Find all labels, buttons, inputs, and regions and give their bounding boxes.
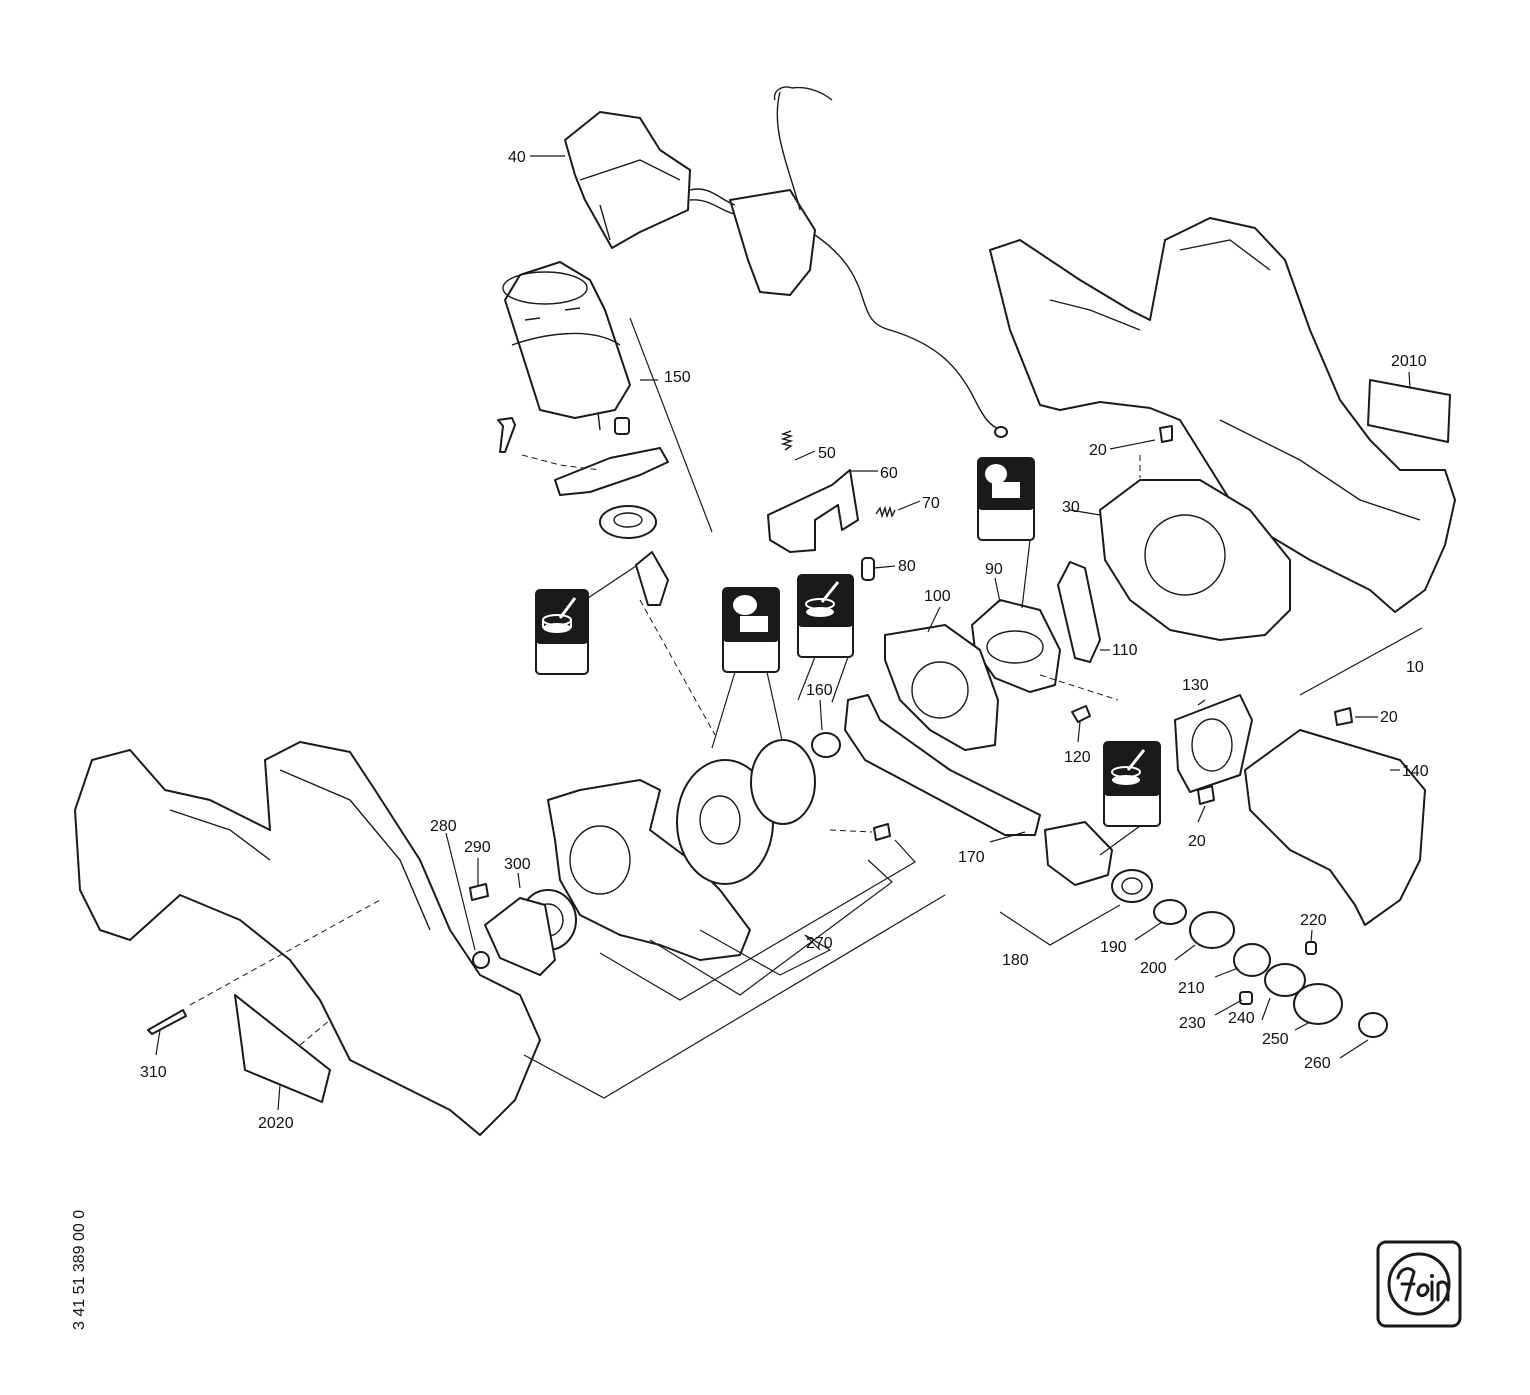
callout-2020: 2020 [258,1115,294,1132]
callout-210: 210 [1178,980,1205,997]
part-2020-handle-housing [74,741,541,1136]
lubrication-badge-grease-cup-gear [711,587,783,749]
callout-290: 290 [464,839,491,856]
callout-20-c: 20 [1188,833,1206,850]
callout-130: 130 [1182,677,1209,694]
part-180-260-spindle-parts [1044,821,1388,1038]
callout-170: 170 [958,849,985,866]
callout-260: 260 [1304,1055,1331,1072]
callout-220: 220 [1300,912,1327,929]
part-150-motor [497,261,669,606]
callout-140: 140 [1402,763,1429,780]
grease-brush-icon [805,581,840,617]
callout-100: 100 [924,588,951,605]
callout-250: 250 [1262,1031,1289,1048]
assembly-lines [189,317,1423,1099]
callout-120: 120 [1064,749,1091,766]
callout-70: 70 [922,495,940,512]
part-270-gearbox [469,739,891,976]
part-10-gear-housing [989,217,1456,613]
part-90-100-110-plates [884,561,1101,751]
callout-40: 40 [508,149,526,166]
callout-90: 90 [985,561,1003,578]
callout-200: 200 [1140,960,1167,977]
grease-brush-icon [1111,749,1146,785]
callout-310: 310 [140,1064,167,1081]
callout-230: 230 [1179,1015,1206,1032]
callout-190: 190 [1100,939,1127,956]
document-number: 3 41 51 389 00 0 [71,1210,88,1330]
lubrication-badge-grease-motor [535,565,637,675]
lubrication-badge-grease-spindle [1099,741,1161,856]
part-40-switch-module [564,86,1008,438]
callout-180: 180 [1002,952,1029,969]
callout-50: 50 [818,445,836,462]
grease-cup-icon [733,595,768,632]
part-130-140-covers [1174,694,1426,926]
part-30-gear-cover [1099,425,1291,641]
callout-300: 300 [504,856,531,873]
callout-60: 60 [880,465,898,482]
callout-280: 280 [430,818,457,835]
callout-2010: 2010 [1391,353,1427,370]
callout-240: 240 [1228,1010,1255,1027]
lubrication-badge-grease-cup-plate [977,457,1035,609]
grease-cup-icon [985,464,1020,498]
callout-20-b: 20 [1380,709,1398,726]
callout-10: 10 [1406,659,1424,676]
callout-labels: 40 150 50 60 70 80 100 90 110 30 20 2010… [140,149,1429,1132]
part-170-160-shaft [811,694,1041,836]
lubrication-badge-grease-gear [797,574,854,703]
callout-150: 150 [664,369,691,386]
callout-80: 80 [898,558,916,575]
callout-270: 270 [806,935,833,952]
callout-20-a: 20 [1089,442,1107,459]
part-50-60-70-80-trigger-parts [767,430,896,581]
callout-leaders [155,155,1411,1111]
fein-logo [1376,1240,1462,1328]
callout-30: 30 [1062,499,1080,516]
grease-brush-icon [542,597,577,633]
callout-110: 110 [1112,642,1138,659]
callout-160: 160 [806,682,833,699]
